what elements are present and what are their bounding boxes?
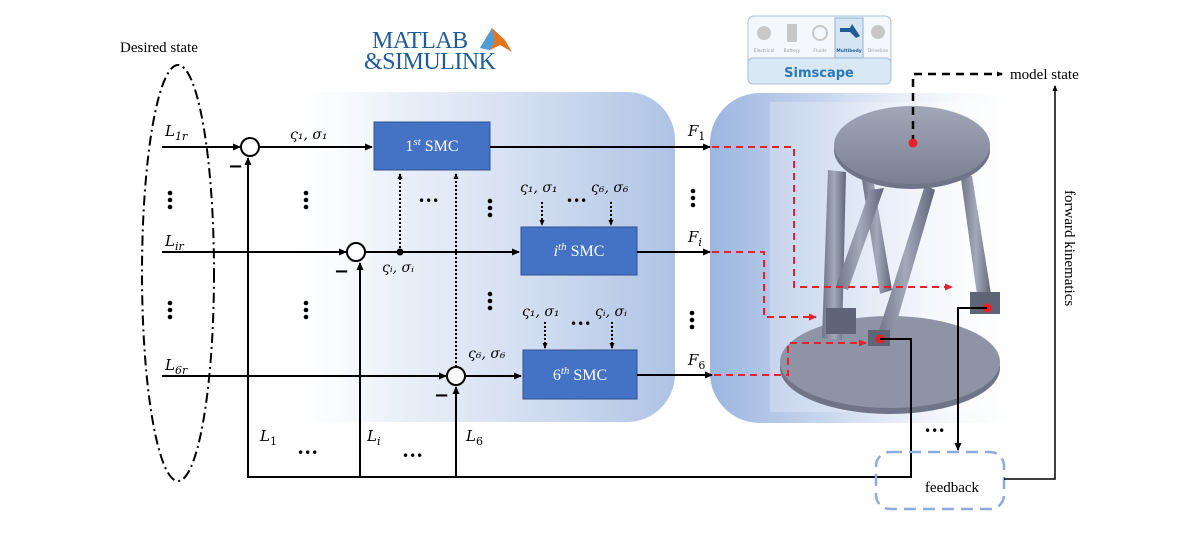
- multibody-icon: [840, 24, 860, 38]
- output-label-i: Fi: [687, 228, 702, 249]
- ellipsis-h-6: •••: [924, 424, 945, 438]
- output-label-6: F6: [687, 351, 705, 372]
- battery-icon: [787, 24, 797, 42]
- vdots: [487, 291, 493, 311]
- feedback-line-1: [244, 157, 912, 478]
- vdots: [303, 190, 309, 210]
- error-label-1: ς₁, σ₁: [290, 127, 328, 143]
- membrane-icon-shade: [480, 28, 494, 50]
- model-state-path: [911, 71, 1003, 143]
- sensor-line-6: [880, 338, 912, 477]
- summing-junction-i: [346, 242, 366, 262]
- coupling-label-i-a: ς₁, σ₁: [520, 180, 558, 196]
- force-path-1: [712, 146, 953, 291]
- ellipsis-h-3: •••: [570, 317, 591, 331]
- input-label-6r: L6r: [164, 356, 188, 377]
- desired-state-ellipse: [141, 64, 215, 482]
- ellipsis-h-2: •••: [566, 194, 587, 208]
- vdots: [690, 188, 696, 208]
- feedback-label-i: Li: [366, 427, 381, 448]
- driveline-icon: [871, 25, 885, 39]
- summing-junction-6: [446, 366, 466, 386]
- controller-panel: [275, 92, 675, 422]
- coupling-label-i-b: ς₆, σ₆: [591, 180, 629, 196]
- forward-kinematics-label: forward kinematics: [1061, 190, 1077, 306]
- coupling-label-6-b: ςᵢ, σᵢ: [595, 304, 627, 320]
- simscape-tab-multibody: Multibody: [836, 48, 861, 54]
- error-label-6: ς₆, σ₆: [468, 346, 506, 362]
- desired-state-label: Desired state: [120, 40, 198, 56]
- forward-kinematics-line: [1004, 85, 1058, 480]
- feedback-label: feedback: [925, 480, 980, 496]
- vertical-ellipses: [167, 188, 696, 330]
- simscape-tab-electrical: Electrical: [754, 48, 775, 54]
- fluids-icon: [812, 25, 828, 41]
- ellipsis-h-5: •••: [402, 449, 423, 463]
- simscape-logo: Electrical Battery Fluids Multibody Driv…: [747, 15, 892, 85]
- summing-junction-1: [240, 137, 260, 157]
- top-plate-point: [908, 138, 918, 148]
- simscape-tab-battery: Battery: [784, 48, 801, 54]
- electrical-icon: [757, 26, 771, 40]
- ellipsis-h-4: •••: [297, 446, 318, 460]
- input-label-1r: L1r: [164, 122, 188, 143]
- stewart-platform-model[interactable]: [780, 106, 1000, 414]
- force-path-i: [712, 251, 817, 321]
- matlab-simulink-logo: MATLAB &SIMULINK: [364, 28, 512, 75]
- feedback-label-6: L6: [465, 427, 483, 448]
- simulink-text: &SIMULINK: [364, 49, 497, 75]
- input-label-ir: Lir: [164, 232, 184, 253]
- feedback-label-1: L1: [259, 427, 277, 448]
- branch-point-i: [396, 248, 404, 256]
- model-state-label: model state: [1010, 67, 1079, 83]
- sensor-line-1: [954, 307, 987, 451]
- ellipsis-h-1: •••: [418, 194, 439, 208]
- force-path-6: [714, 339, 867, 376]
- simscape-tab-driveline: Driveline: [868, 48, 888, 54]
- simscape-tab-icons: [757, 17, 885, 59]
- simscape-tab-fluids: Fluids: [813, 48, 827, 54]
- minus-sign-i: −: [334, 261, 349, 282]
- vdots: [167, 300, 173, 320]
- matlab-text: MATLAB: [372, 28, 468, 54]
- minus-sign-6: −: [434, 385, 449, 406]
- vdots: [303, 300, 309, 320]
- vdots: [689, 310, 695, 330]
- vdots: [167, 190, 173, 210]
- minus-sign-1: −: [228, 156, 243, 177]
- error-label-i: ςᵢ, σᵢ: [382, 260, 414, 276]
- vdots: [487, 198, 493, 218]
- feedback-box[interactable]: [874, 450, 1006, 511]
- coupling-label-6-a: ς₁, σ₁: [522, 304, 560, 320]
- output-label-1: F1: [687, 122, 705, 143]
- simscape-label: Simscape: [784, 66, 854, 81]
